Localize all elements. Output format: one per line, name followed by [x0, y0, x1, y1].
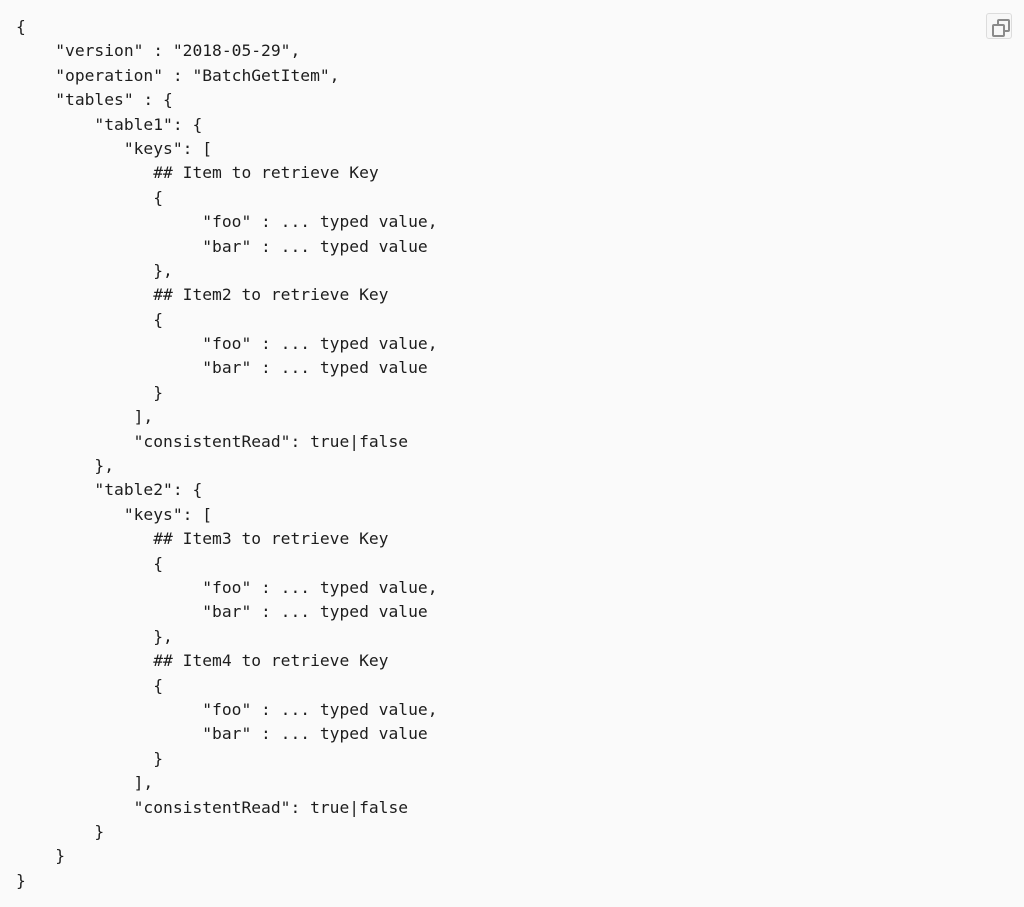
- code-line: "keys": [: [16, 138, 213, 158]
- code-line: }: [16, 748, 164, 768]
- code-line: "table2": {: [16, 480, 203, 500]
- code-line: "operation" : "BatchGetItem",: [16, 65, 340, 85]
- code-line: ],: [16, 773, 154, 793]
- code-line: },: [16, 260, 173, 280]
- code-line: ## Item2 to retrieve Key: [16, 285, 389, 305]
- code-line: "version" : "2018-05-29",: [16, 41, 301, 61]
- code-line: {: [16, 309, 164, 329]
- code-line: "consistentRead": true|false: [16, 431, 409, 451]
- code-line: {: [16, 187, 164, 207]
- code-line: "bar" : ... typed value: [16, 236, 428, 256]
- copy-button[interactable]: [986, 13, 1012, 39]
- code-line: "foo" : ... typed value,: [16, 699, 438, 719]
- code-line: }: [16, 846, 66, 866]
- code-line: "bar" : ... typed value: [16, 724, 428, 744]
- code-line: "foo" : ... typed value,: [16, 212, 438, 232]
- code-line: },: [16, 626, 173, 646]
- code-line: ## Item to retrieve Key: [16, 163, 379, 183]
- code-line: "tables" : {: [16, 90, 173, 110]
- code-line: }: [16, 870, 26, 890]
- code-line: "bar" : ... typed value: [16, 358, 428, 378]
- code-line: ],: [16, 407, 154, 427]
- code-line: "bar" : ... typed value: [16, 602, 428, 622]
- code-block: { "version" : "2018-05-29", "operation" …: [16, 15, 438, 893]
- code-line: "consistentRead": true|false: [16, 797, 409, 817]
- code-line: {: [16, 17, 26, 36]
- code-line: "foo" : ... typed value,: [16, 334, 438, 354]
- code-line: "table1": {: [16, 114, 203, 134]
- code-line: }: [16, 821, 105, 841]
- code-line: "foo" : ... typed value,: [16, 577, 438, 597]
- code-line: },: [16, 456, 115, 476]
- code-line: ## Item3 to retrieve Key: [16, 529, 389, 549]
- code-line: ## Item4 to retrieve Key: [16, 651, 389, 671]
- code-line: }: [16, 382, 164, 402]
- code-line: "keys": [: [16, 504, 213, 524]
- code-line: {: [16, 553, 164, 573]
- code-line: {: [16, 675, 164, 695]
